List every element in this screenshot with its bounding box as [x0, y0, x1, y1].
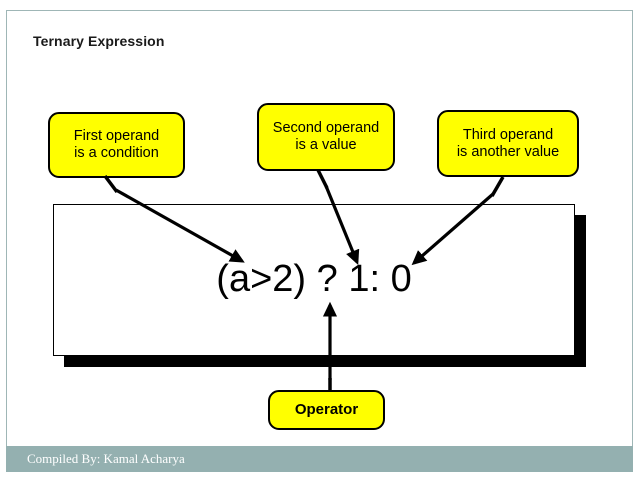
slide-frame-top-line — [6, 10, 633, 11]
callout-first-operand-tail — [103, 174, 119, 194]
callout-third-operand-line1: Third operand — [462, 126, 554, 143]
callout-second-operand-line1: Second operand — [272, 120, 380, 137]
page-title: Ternary Expression — [33, 33, 165, 49]
callout-first-operand: First operand is a condition — [48, 112, 185, 178]
callout-third-operand-tail — [490, 176, 505, 197]
callout-second-operand-line2: is a value — [295, 137, 357, 153]
slide-frame-left-line — [6, 10, 7, 462]
callout-first-operand-line1: First operand — [73, 128, 160, 145]
callout-first-operand-label: First operand is a condition — [74, 128, 159, 161]
callout-third-operand-line2: is another value — [456, 143, 560, 160]
footer-bar — [6, 446, 633, 472]
callout-operator: Operator — [268, 390, 385, 430]
callout-second-operand-label: Second operand is a value — [273, 120, 379, 153]
footer-credit-text: Compiled By: Kamal Acharya — [27, 451, 185, 466]
ternary-expression-text: (a>2) ? 1: 0 — [216, 258, 412, 300]
callout-operator-label: Operator — [294, 401, 359, 419]
callout-second-operand: Second operand is a value — [257, 103, 395, 171]
callout-first-operand-line2: is a condition — [74, 145, 159, 161]
callout-second-operand-tail — [316, 169, 329, 189]
callout-third-operand-label: Third operand is another value — [457, 127, 559, 160]
slide-frame-right-line — [632, 10, 633, 446]
callout-third-operand: Third operand is another value — [437, 110, 579, 177]
